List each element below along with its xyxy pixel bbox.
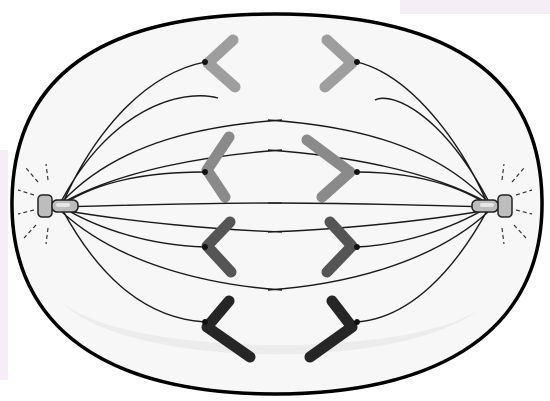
kinetochore-right-1 xyxy=(354,59,360,65)
centriole-left-1 xyxy=(38,195,52,217)
kinetochore-left-2 xyxy=(202,169,208,175)
kinetochore-left-3 xyxy=(202,244,208,250)
kinetochore-right-4 xyxy=(354,319,360,325)
centriole-highlight-left xyxy=(56,203,70,207)
kinetochore-left-4 xyxy=(202,319,208,325)
centriole-highlight-right xyxy=(480,203,494,207)
kinetochore-right-2 xyxy=(354,169,360,175)
centriole-right-1 xyxy=(498,195,512,217)
cell-membrane xyxy=(12,14,542,394)
kinetochore-right-3 xyxy=(354,244,360,250)
kinetochore-left-1 xyxy=(202,59,208,65)
